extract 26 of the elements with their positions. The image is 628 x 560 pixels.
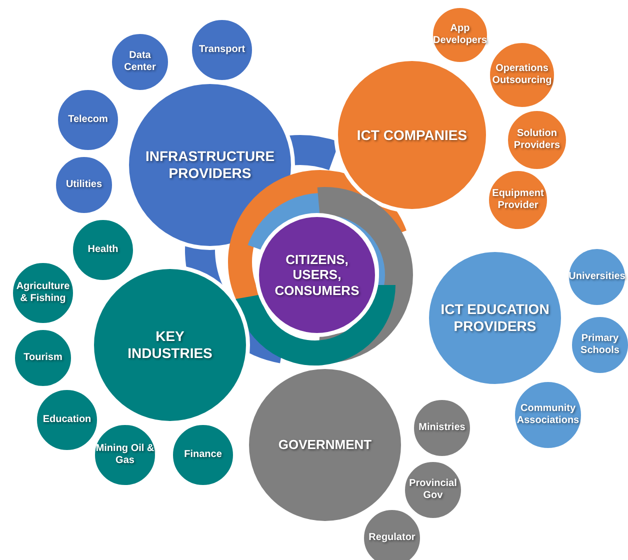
bubble-label: Transport — [198, 44, 246, 56]
bubble-label: Education — [42, 414, 92, 426]
bubble-label: App Developers — [433, 23, 487, 47]
bubble-label: Telecom — [68, 114, 108, 126]
bubble-label: Regulator — [368, 532, 416, 544]
bubble-label: Community Associations — [516, 403, 580, 427]
bubble-label: Universities — [568, 271, 626, 283]
bubble-label: ICT COMPANIES — [356, 126, 468, 144]
bubble-label: Equipment Provider — [491, 188, 545, 212]
bubble-label: Provincial Gov — [408, 478, 458, 502]
bubble-label: Ministries — [418, 422, 466, 434]
bubble-label: Tourism — [24, 352, 62, 364]
bubble-label: Health — [88, 244, 118, 256]
bubble-label: Agriculture & Fishing — [15, 281, 71, 305]
bubble-label: Operations Outsourcing — [491, 63, 553, 87]
bubble-label: Utilities — [66, 179, 102, 191]
bubble-label: INFRASTRUCTURE PROVIDERS — [144, 148, 276, 182]
bubble-label: Data Center — [123, 50, 157, 74]
bubble-label: Finance — [184, 449, 222, 461]
bubble-label: Primary Schools — [580, 333, 620, 357]
bubble-label: KEY INDUSTRIES — [126, 328, 214, 362]
bubble-label: Solution Providers — [512, 128, 562, 152]
bubble-label: GOVERNMENT — [278, 437, 372, 453]
bubble-label: ICT EDUCATION PROVIDERS — [440, 301, 550, 335]
bubble-label: Mining Oil & Gas — [95, 443, 155, 467]
bubble-label: CITIZENS, USERS, CONSUMERS — [274, 252, 360, 298]
